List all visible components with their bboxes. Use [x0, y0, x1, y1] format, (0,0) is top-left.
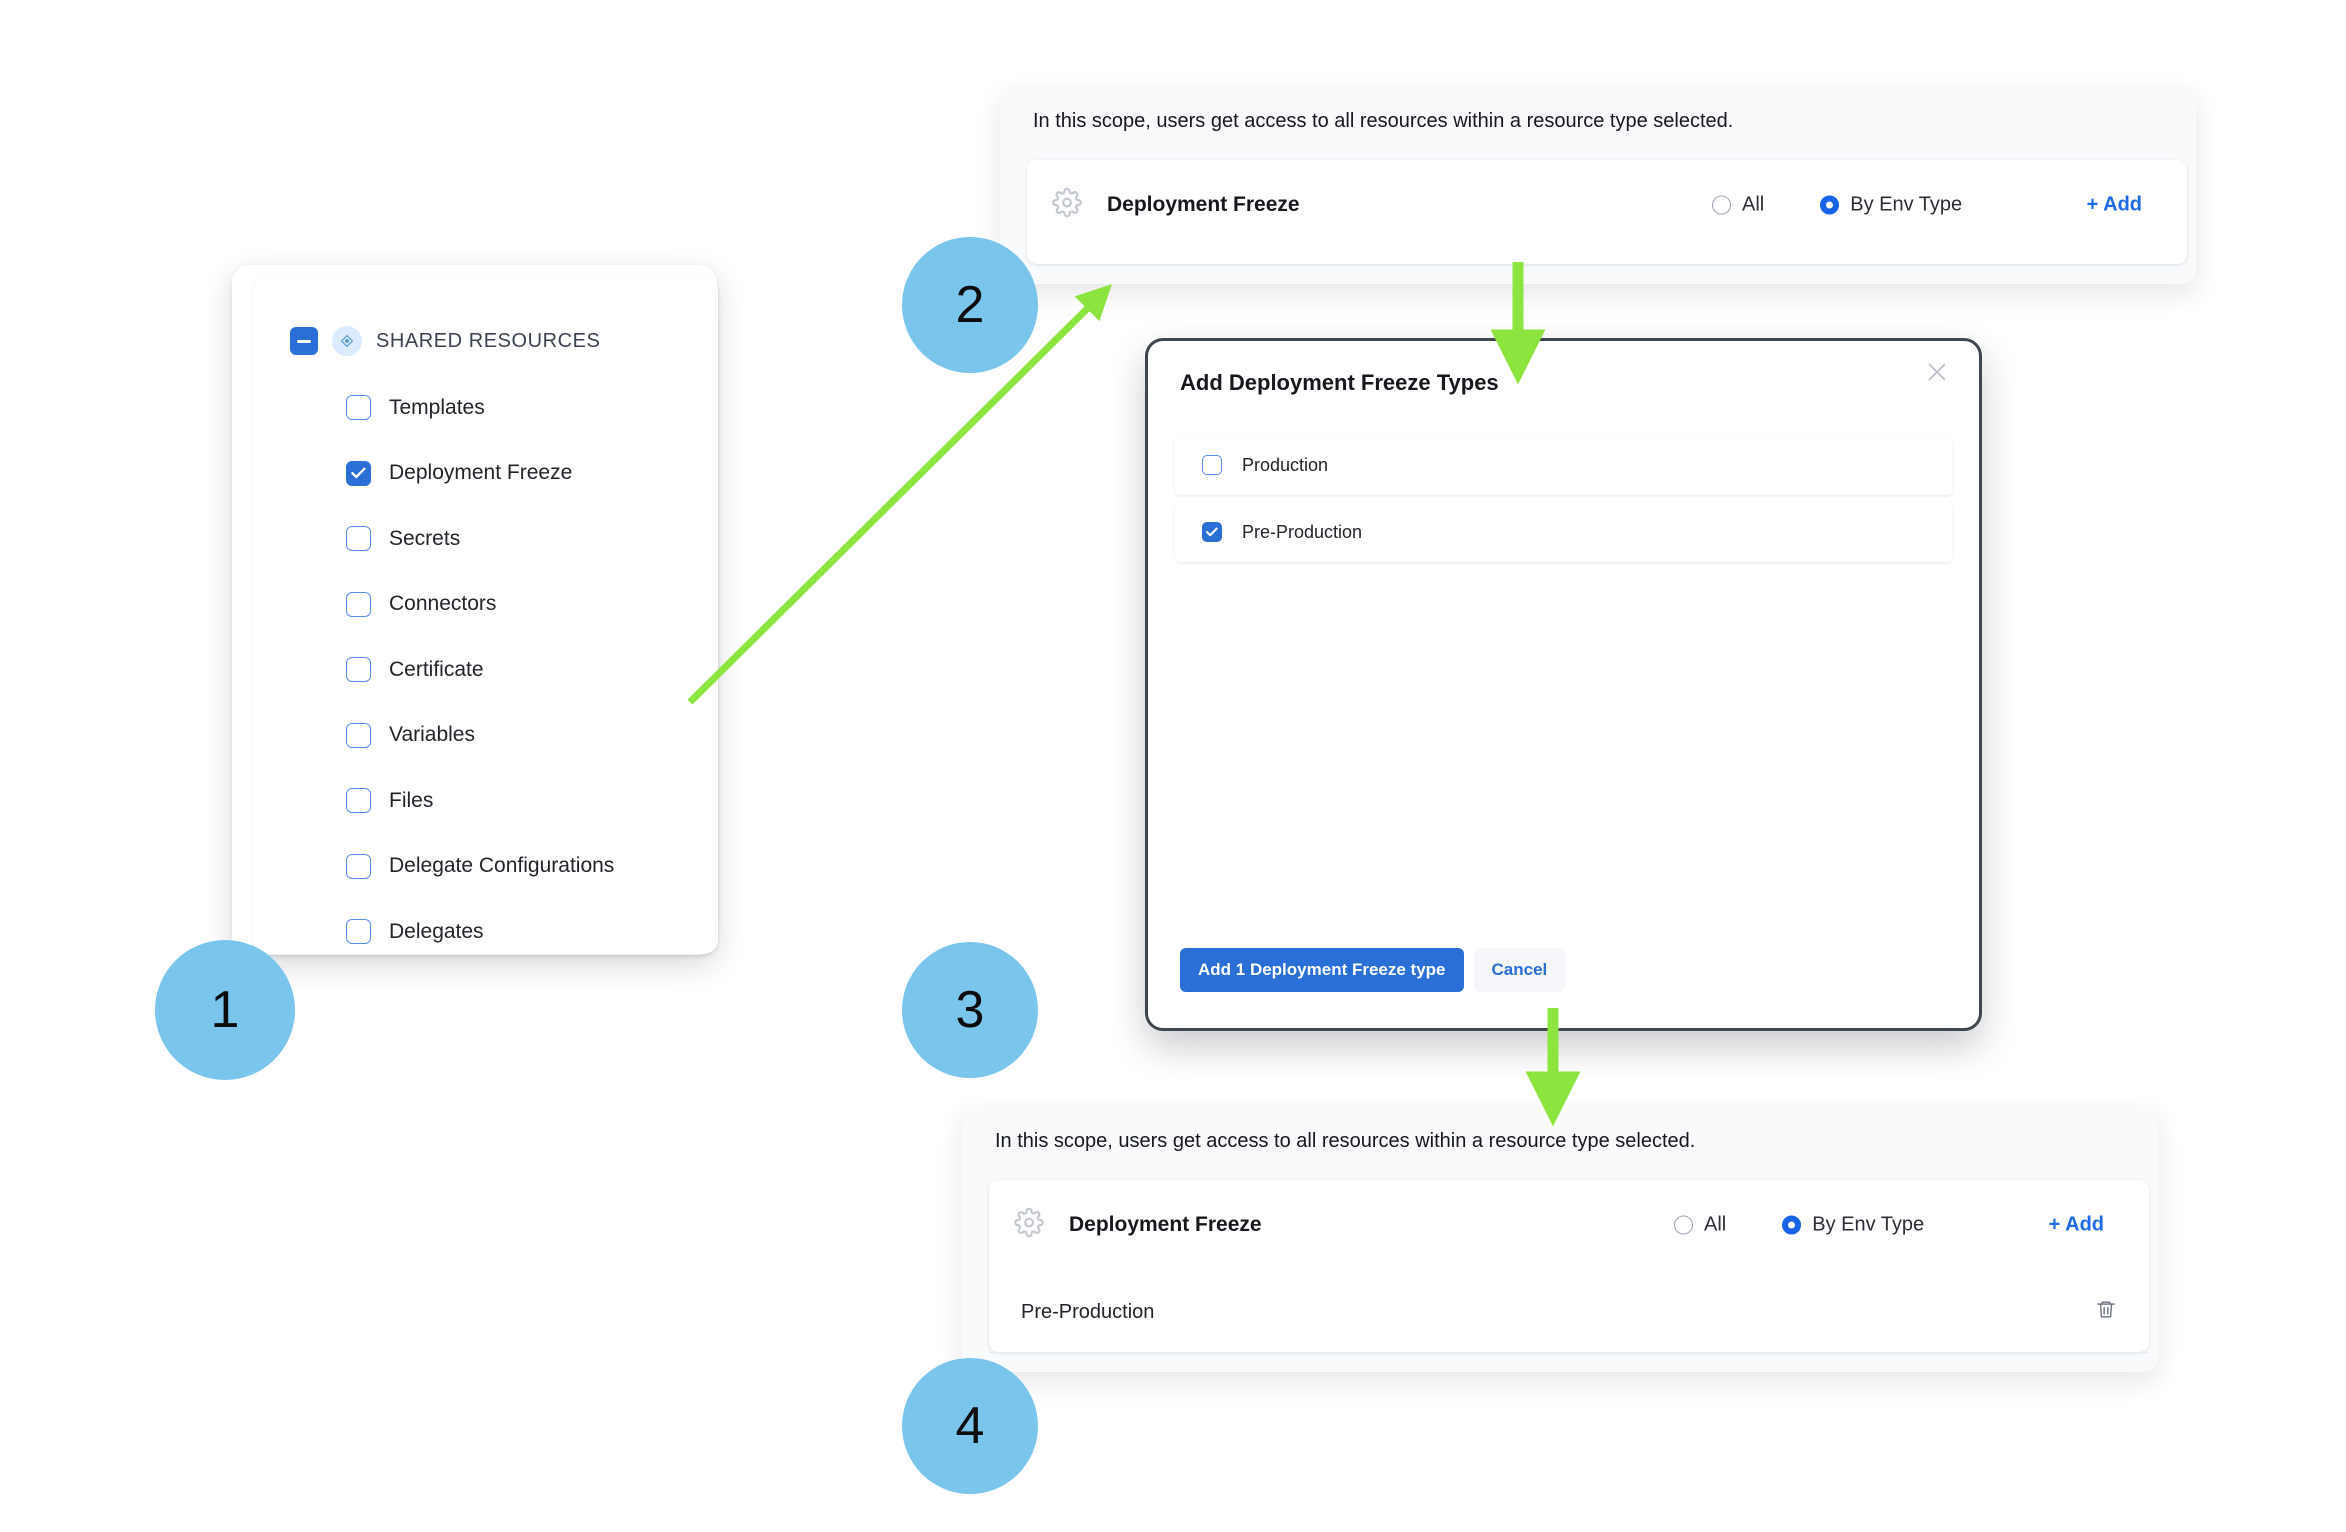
- list-item[interactable]: Variables: [346, 714, 706, 757]
- radio-all-label: All: [1742, 193, 1765, 216]
- radio-by-env-type-dot: [1820, 195, 1840, 215]
- resource-type-card: Deployment Freeze All By Env Type + Add …: [989, 1180, 2149, 1353]
- list-item-label: Delegates: [389, 919, 484, 943]
- close-icon[interactable]: [1924, 359, 1954, 389]
- cancel-button[interactable]: Cancel: [1473, 948, 1566, 992]
- radio-all-label: All: [1704, 1213, 1727, 1236]
- resource-type-row: Deployment Freeze All By Env Type + Add: [989, 1180, 2149, 1270]
- list-item[interactable]: Deployment Freeze: [346, 452, 706, 495]
- scope-panel-top: In this scope, users get access to all r…: [1000, 86, 2196, 284]
- radio-by-env-type[interactable]: By Env Type: [1820, 194, 1962, 217]
- step-marker-3: 3: [902, 942, 1038, 1078]
- radio-all[interactable]: All: [1712, 194, 1764, 217]
- list-item[interactable]: Templates: [346, 386, 706, 429]
- add-freeze-types-button[interactable]: Add 1 Deployment Freeze type: [1180, 948, 1464, 992]
- resource-checkbox-certificate[interactable]: [346, 657, 371, 682]
- gear-icon: [1052, 187, 1082, 223]
- resource-type-title: Deployment Freeze: [1069, 1213, 1262, 1236]
- list-item[interactable]: Files: [346, 779, 706, 822]
- step-marker-4: 4: [902, 1358, 1038, 1494]
- scope-radio-group: All By Env Type: [1674, 1214, 1924, 1237]
- list-item[interactable]: Delegates: [346, 910, 706, 953]
- radio-all[interactable]: All: [1674, 1214, 1726, 1237]
- selected-env-type-label: Pre-Production: [1021, 1300, 1155, 1323]
- list-item-label: Pre-Production: [1242, 521, 1363, 542]
- deployment-freeze-type-list: Production Pre-Production: [1175, 435, 1952, 569]
- step-marker-1: 1: [155, 940, 295, 1080]
- list-item[interactable]: Certificate: [346, 648, 706, 691]
- list-item-label: Secrets: [389, 526, 461, 550]
- shared-resources-header[interactable]: SHARED RESOURCES: [290, 326, 600, 356]
- table-row: Pre-Production: [989, 1272, 2149, 1353]
- resource-type-list: Templates Deployment Freeze Secrets Conn…: [346, 386, 706, 976]
- modal-title: Add Deployment Freeze Types: [1180, 370, 1499, 395]
- modal-footer: Add 1 Deployment Freeze type Cancel: [1180, 948, 1566, 992]
- trash-icon[interactable]: [2095, 1299, 2117, 1326]
- list-item-label: Variables: [389, 723, 475, 746]
- shared-resources-panel: SHARED RESOURCES Templates Deployment Fr…: [253, 276, 718, 954]
- radio-all-dot: [1712, 195, 1731, 215]
- add-deployment-freeze-types-modal: Add Deployment Freeze Types Production P…: [1145, 338, 1982, 1031]
- scope-description: In this scope, users get access to all r…: [995, 1130, 1696, 1152]
- resource-checkbox-connectors[interactable]: [346, 591, 371, 617]
- step-marker-2: 2: [902, 237, 1038, 373]
- list-item[interactable]: Production: [1175, 435, 1952, 495]
- diamond-node-icon: [332, 326, 362, 356]
- resource-checkbox-delegates[interactable]: [346, 919, 371, 944]
- resource-type-title: Deployment Freeze: [1107, 193, 1300, 216]
- freeze-type-checkbox-production[interactable]: [1202, 455, 1222, 475]
- list-item[interactable]: Pre-Production: [1175, 502, 1952, 562]
- list-item-label: Files: [389, 788, 434, 812]
- scope-description: In this scope, users get access to all r…: [1033, 110, 1734, 132]
- radio-all-dot: [1674, 1215, 1693, 1235]
- resource-checkbox-templates[interactable]: [346, 395, 371, 420]
- add-button[interactable]: + Add: [2086, 193, 2142, 216]
- scope-panel-bottom: In this scope, users get access to all r…: [962, 1106, 2158, 1372]
- list-item[interactable]: Secrets: [346, 517, 706, 560]
- gear-icon: [1014, 1207, 1044, 1243]
- resource-checkbox-deployment-freeze[interactable]: [346, 460, 371, 486]
- radio-by-env-type-label: By Env Type: [1850, 193, 1963, 216]
- radio-by-env-type-dot: [1782, 1215, 1802, 1235]
- list-item-label: Production: [1242, 454, 1329, 475]
- freeze-type-checkbox-pre-production[interactable]: [1202, 522, 1222, 542]
- list-item[interactable]: Connectors: [346, 583, 706, 626]
- resource-checkbox-secrets[interactable]: [346, 526, 371, 551]
- arrow-sidebar-to-scope: [687, 284, 1112, 705]
- resource-checkbox-variables[interactable]: [346, 722, 371, 748]
- shared-resources-checkbox[interactable]: [290, 327, 318, 355]
- list-item[interactable]: Delegate Configurations: [346, 845, 706, 888]
- resource-type-row: Deployment Freeze All By Env Type + Add: [1027, 160, 2187, 250]
- add-button[interactable]: + Add: [2048, 1213, 2104, 1236]
- list-item-label: Certificate: [389, 657, 484, 681]
- scope-radio-group: All By Env Type: [1712, 194, 1962, 217]
- list-item-label: Templates: [389, 395, 485, 419]
- resource-checkbox-files[interactable]: [346, 788, 371, 813]
- list-item-label: Deployment Freeze: [389, 461, 573, 484]
- shared-resources-label: SHARED RESOURCES: [376, 329, 601, 352]
- radio-by-env-type[interactable]: By Env Type: [1782, 1214, 1924, 1237]
- resource-type-card: Deployment Freeze All By Env Type + Add: [1027, 160, 2187, 264]
- radio-by-env-type-label: By Env Type: [1812, 1213, 1925, 1236]
- list-item-label: Connectors: [389, 592, 497, 615]
- list-item-label: Delegate Configurations: [389, 854, 615, 877]
- resource-checkbox-delegate-configurations[interactable]: [346, 853, 371, 879]
